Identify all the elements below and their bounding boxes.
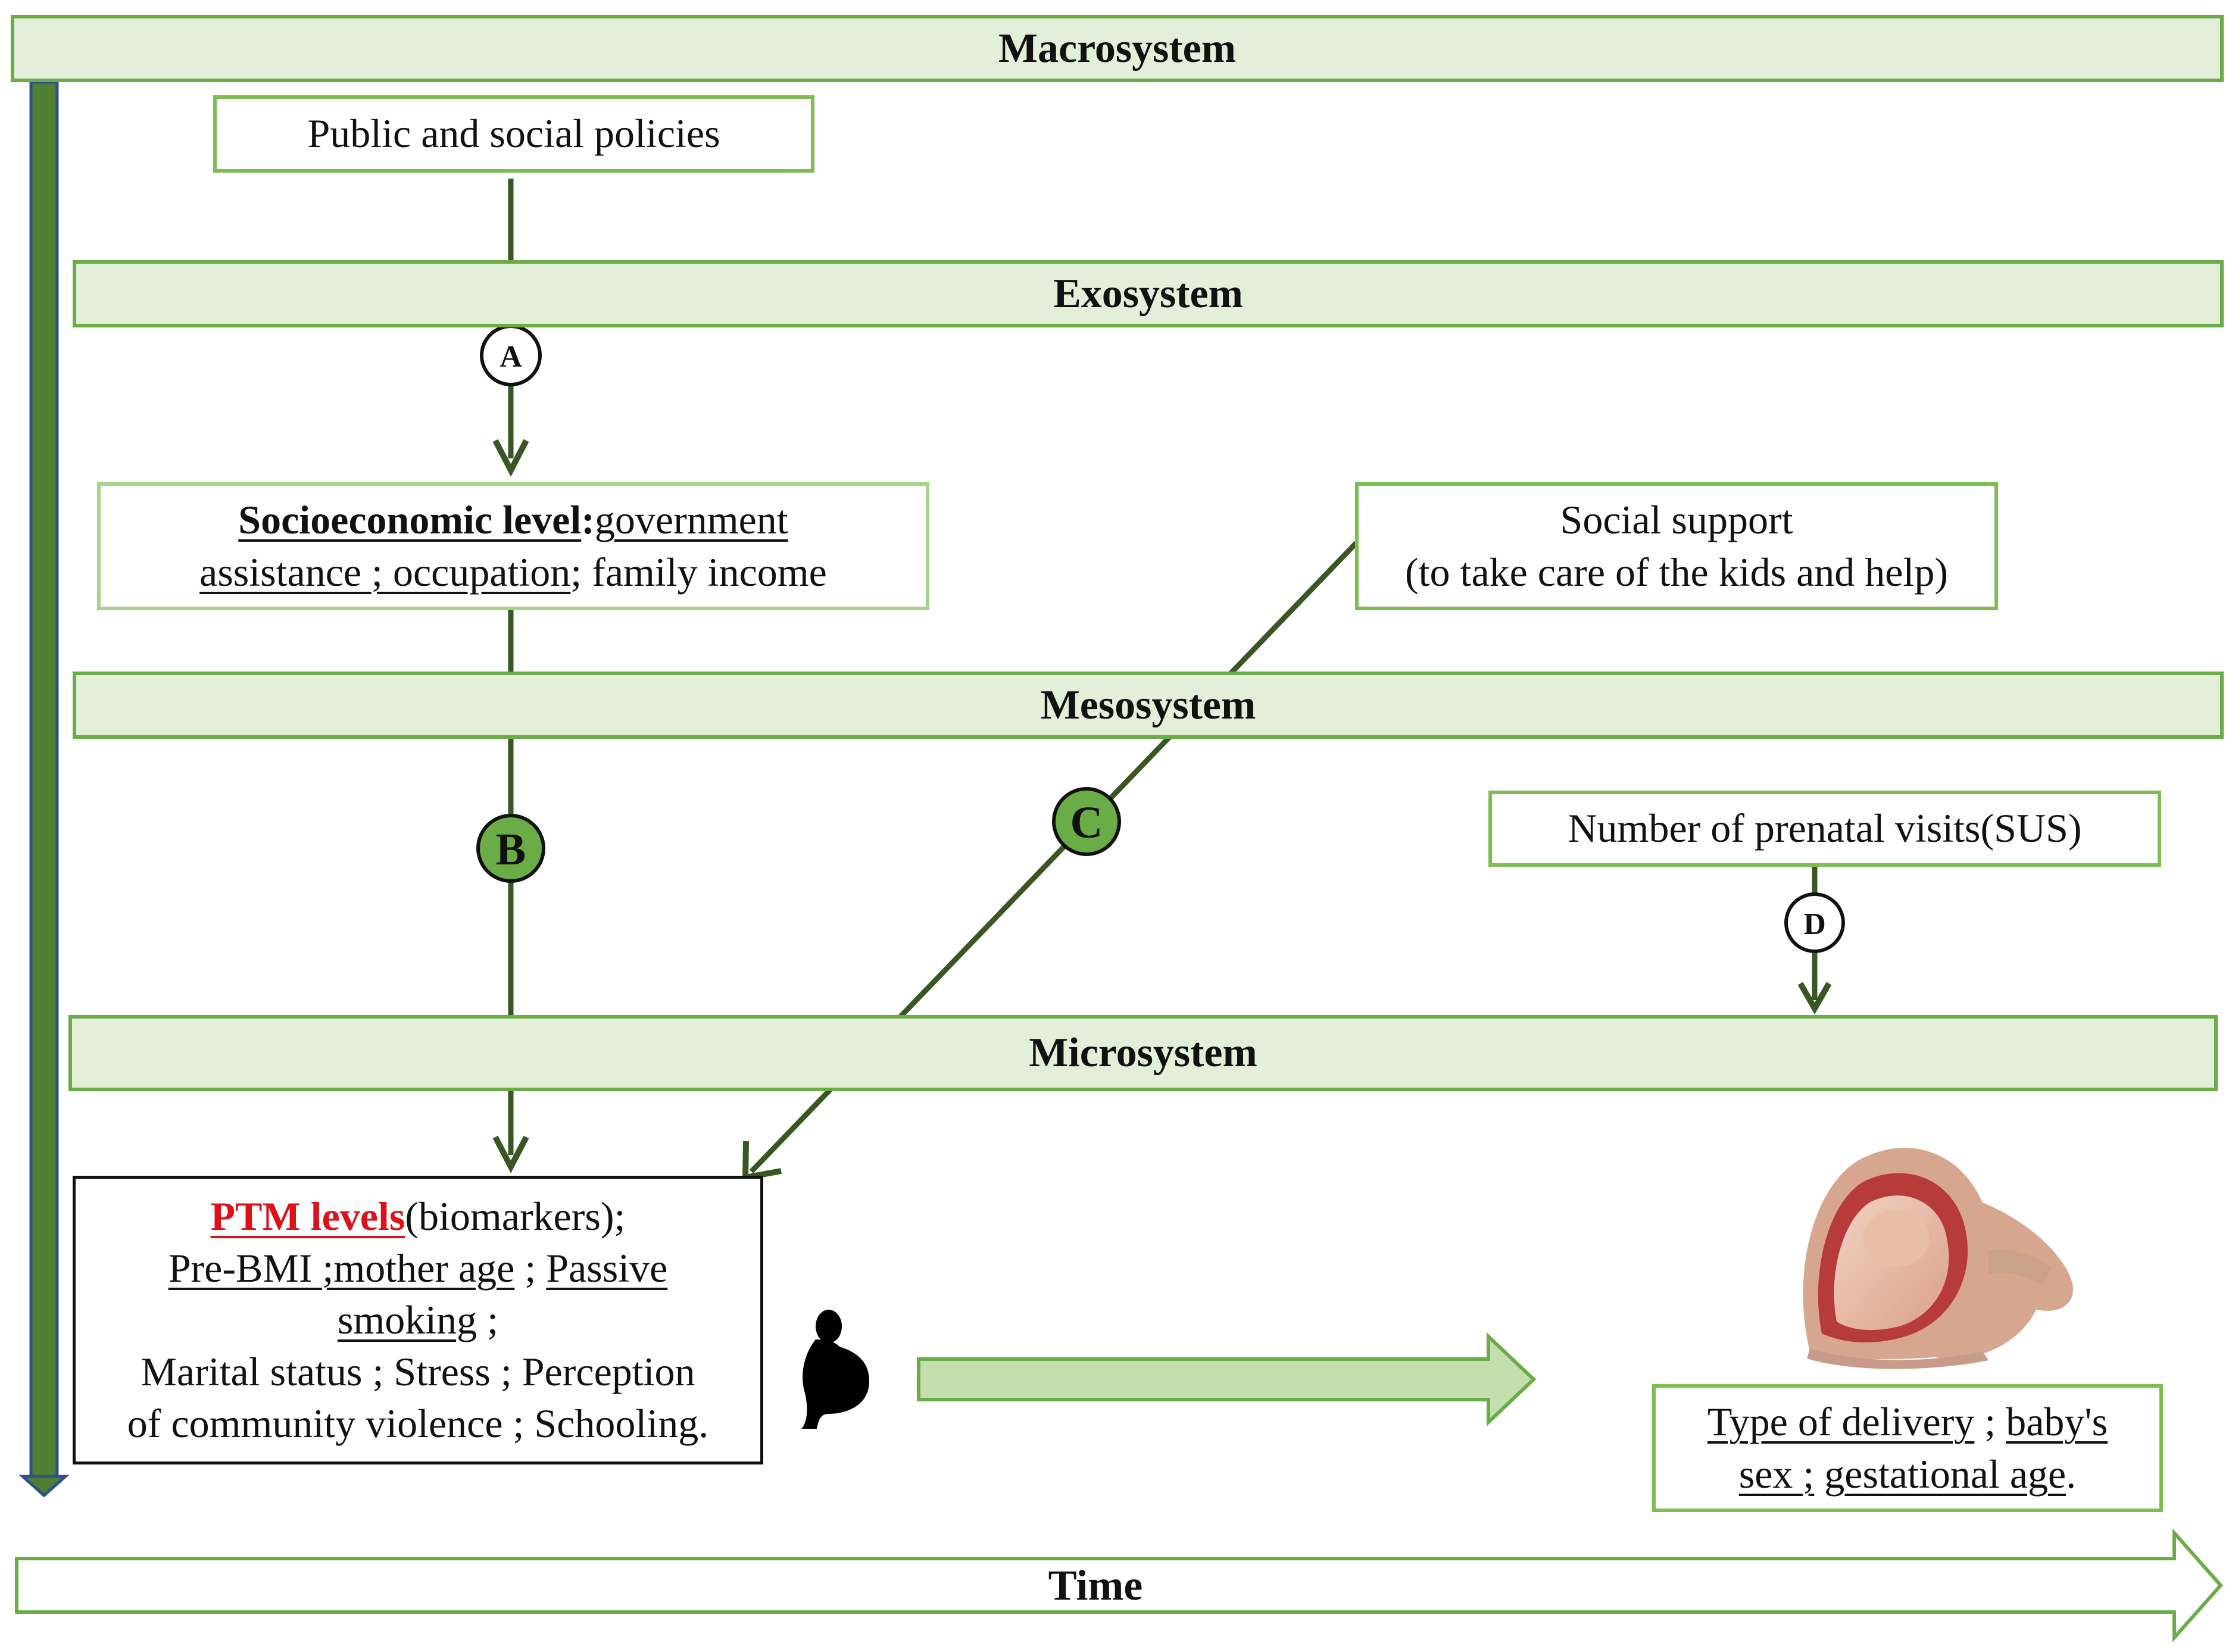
social-support-detail: (to take care of the kids and help) (1405, 549, 1948, 595)
marker-a: A (480, 324, 542, 386)
time-label: Time (1048, 1561, 1143, 1609)
social-support-box: Social support (to take care of the kids… (1355, 482, 1998, 610)
microsystem-label: Microsystem (1029, 1030, 1257, 1076)
delivery-end-period: . (2066, 1451, 2077, 1497)
svg-text:C: C (1070, 798, 1103, 848)
svg-text:B: B (496, 825, 526, 875)
public-social-policies-box: Public and social policies (213, 95, 814, 173)
passive-text: Passive (546, 1245, 668, 1291)
gestational-age-text: gestational age (1824, 1451, 2066, 1497)
marker-b: B (476, 814, 545, 883)
assistance-occupation-text: assistance ; occupation (199, 549, 571, 595)
socioeconomic-level-title: Socioeconomic level (238, 497, 582, 543)
socioeconomic-level-box: Socioeconomic level:government assistanc… (97, 482, 929, 610)
babys-text: baby's (2006, 1399, 2108, 1445)
delivery-separator-1: ; (1974, 1399, 2006, 1445)
community-violence-line: of community violence ; Schooling. (127, 1401, 709, 1447)
microsystem-band: Microsystem (68, 1015, 2218, 1091)
ptm-separator-2: ; (477, 1297, 499, 1342)
prenatal-visits-box: Number of prenatal visits(SUS) (1488, 791, 2161, 867)
svg-text:D: D (1803, 907, 1826, 941)
sex-text: sex ; (1738, 1451, 1815, 1497)
exosystem-band: Exosystem (73, 260, 2224, 327)
pregnant-silhouette-icon (801, 1310, 869, 1429)
socioeconomic-colon: : (581, 497, 595, 543)
ptm-separator-1: ; (514, 1245, 547, 1291)
public-social-policies-text: Public and social policies (307, 111, 720, 157)
marital-status-line: Marital status ; Stress ; Perception (141, 1349, 695, 1395)
macrosystem-label: Macrosystem (998, 25, 1237, 71)
ptm-levels-title: PTM levels (210, 1193, 405, 1239)
ptm-levels-box: PTM levels(biomarkers); Pre-BMI ;mother … (73, 1176, 763, 1464)
delivery-outcomes-box: Type of delivery ; baby's sex ; gestatio… (1652, 1384, 2163, 1512)
fetus-in-womb-illustration (1803, 1148, 2073, 1369)
mesosystem-label: Mesosystem (1040, 682, 1256, 728)
macrosystem-band: Macrosystem (11, 15, 2224, 82)
prenatal-visits-text: Number of prenatal visits(SUS) (1568, 805, 2082, 851)
exosystem-label: Exosystem (1053, 270, 1243, 317)
progression-arrow (917, 1332, 1537, 1426)
ptm-biomarkers-text: (biomarkers); (405, 1193, 626, 1239)
social-support-title: Social support (1560, 497, 1793, 543)
smoking-text: smoking (337, 1297, 477, 1342)
pre-bmi-text: Pre-BMI ; (168, 1245, 334, 1291)
type-of-delivery-text: Type of delivery (1707, 1399, 1975, 1445)
family-income-text: ; family income (570, 549, 827, 595)
mother-age-text: mother age (333, 1245, 515, 1291)
marker-d: D (1784, 892, 1845, 953)
government-text: government (594, 497, 788, 543)
left-vertical-timeline-arrow (18, 80, 70, 1498)
marker-c: C (1052, 787, 1121, 856)
svg-text:A: A (500, 340, 522, 374)
mesosystem-band: Mesosystem (73, 672, 2224, 739)
